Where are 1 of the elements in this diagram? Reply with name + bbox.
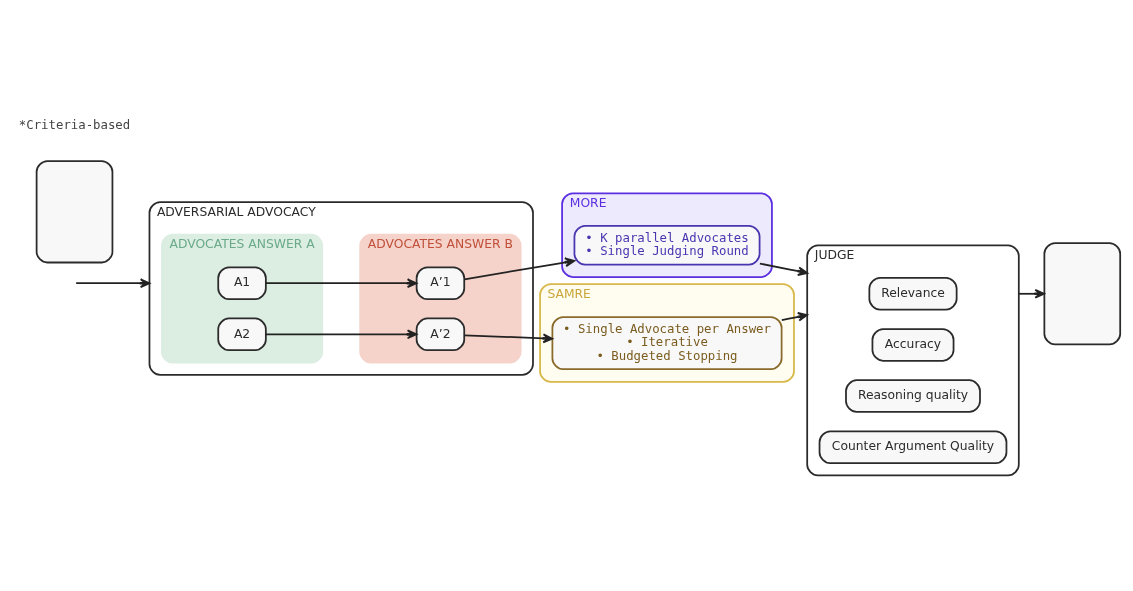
label: *Criteria-based xyxy=(18,117,131,132)
